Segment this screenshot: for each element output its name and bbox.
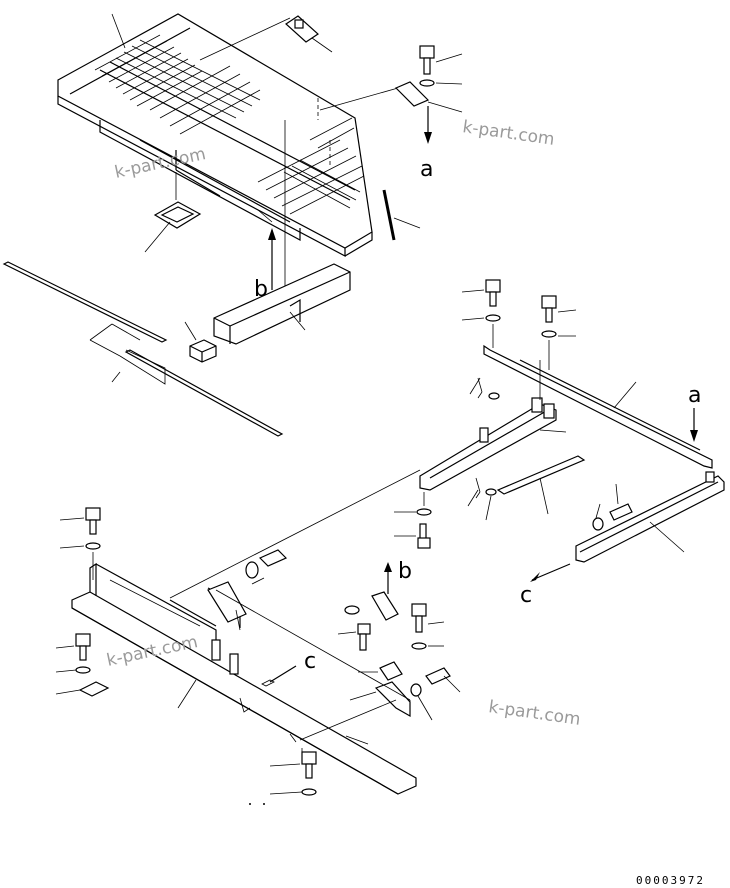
callout-label-b-top: b bbox=[254, 277, 268, 302]
callout-label-a-right: a bbox=[688, 383, 701, 408]
grille-slots-left bbox=[94, 34, 261, 135]
bolt-washer-latch-top-right bbox=[394, 45, 463, 144]
callout-label-b-bottom: b bbox=[398, 559, 412, 584]
small-block bbox=[184, 321, 217, 363]
grille-slots-right bbox=[257, 117, 365, 215]
long-strips bbox=[2, 261, 284, 437]
bottom-frame-assembly: c b bbox=[55, 507, 461, 805]
frame-leader-long bbox=[169, 469, 421, 599]
floor-cover-plate bbox=[57, 13, 373, 257]
callout-label-c-right: c bbox=[520, 583, 532, 608]
watermark-4: k-part.com bbox=[487, 697, 581, 730]
latch-top bbox=[285, 15, 333, 53]
seal-strip-vertical bbox=[382, 189, 421, 241]
plate-leaders bbox=[111, 13, 399, 300]
callout-label-a-top: a bbox=[420, 157, 433, 182]
document-number: 00003972 bbox=[636, 874, 705, 887]
right-frame-assembly: a c bbox=[394, 279, 725, 608]
callout-label-c-bottom: c bbox=[304, 649, 316, 674]
watermark-1: k-part.com bbox=[461, 117, 555, 150]
foam-block bbox=[213, 263, 351, 345]
callouts-top: a b bbox=[254, 157, 433, 302]
inspection-cover bbox=[144, 201, 202, 253]
